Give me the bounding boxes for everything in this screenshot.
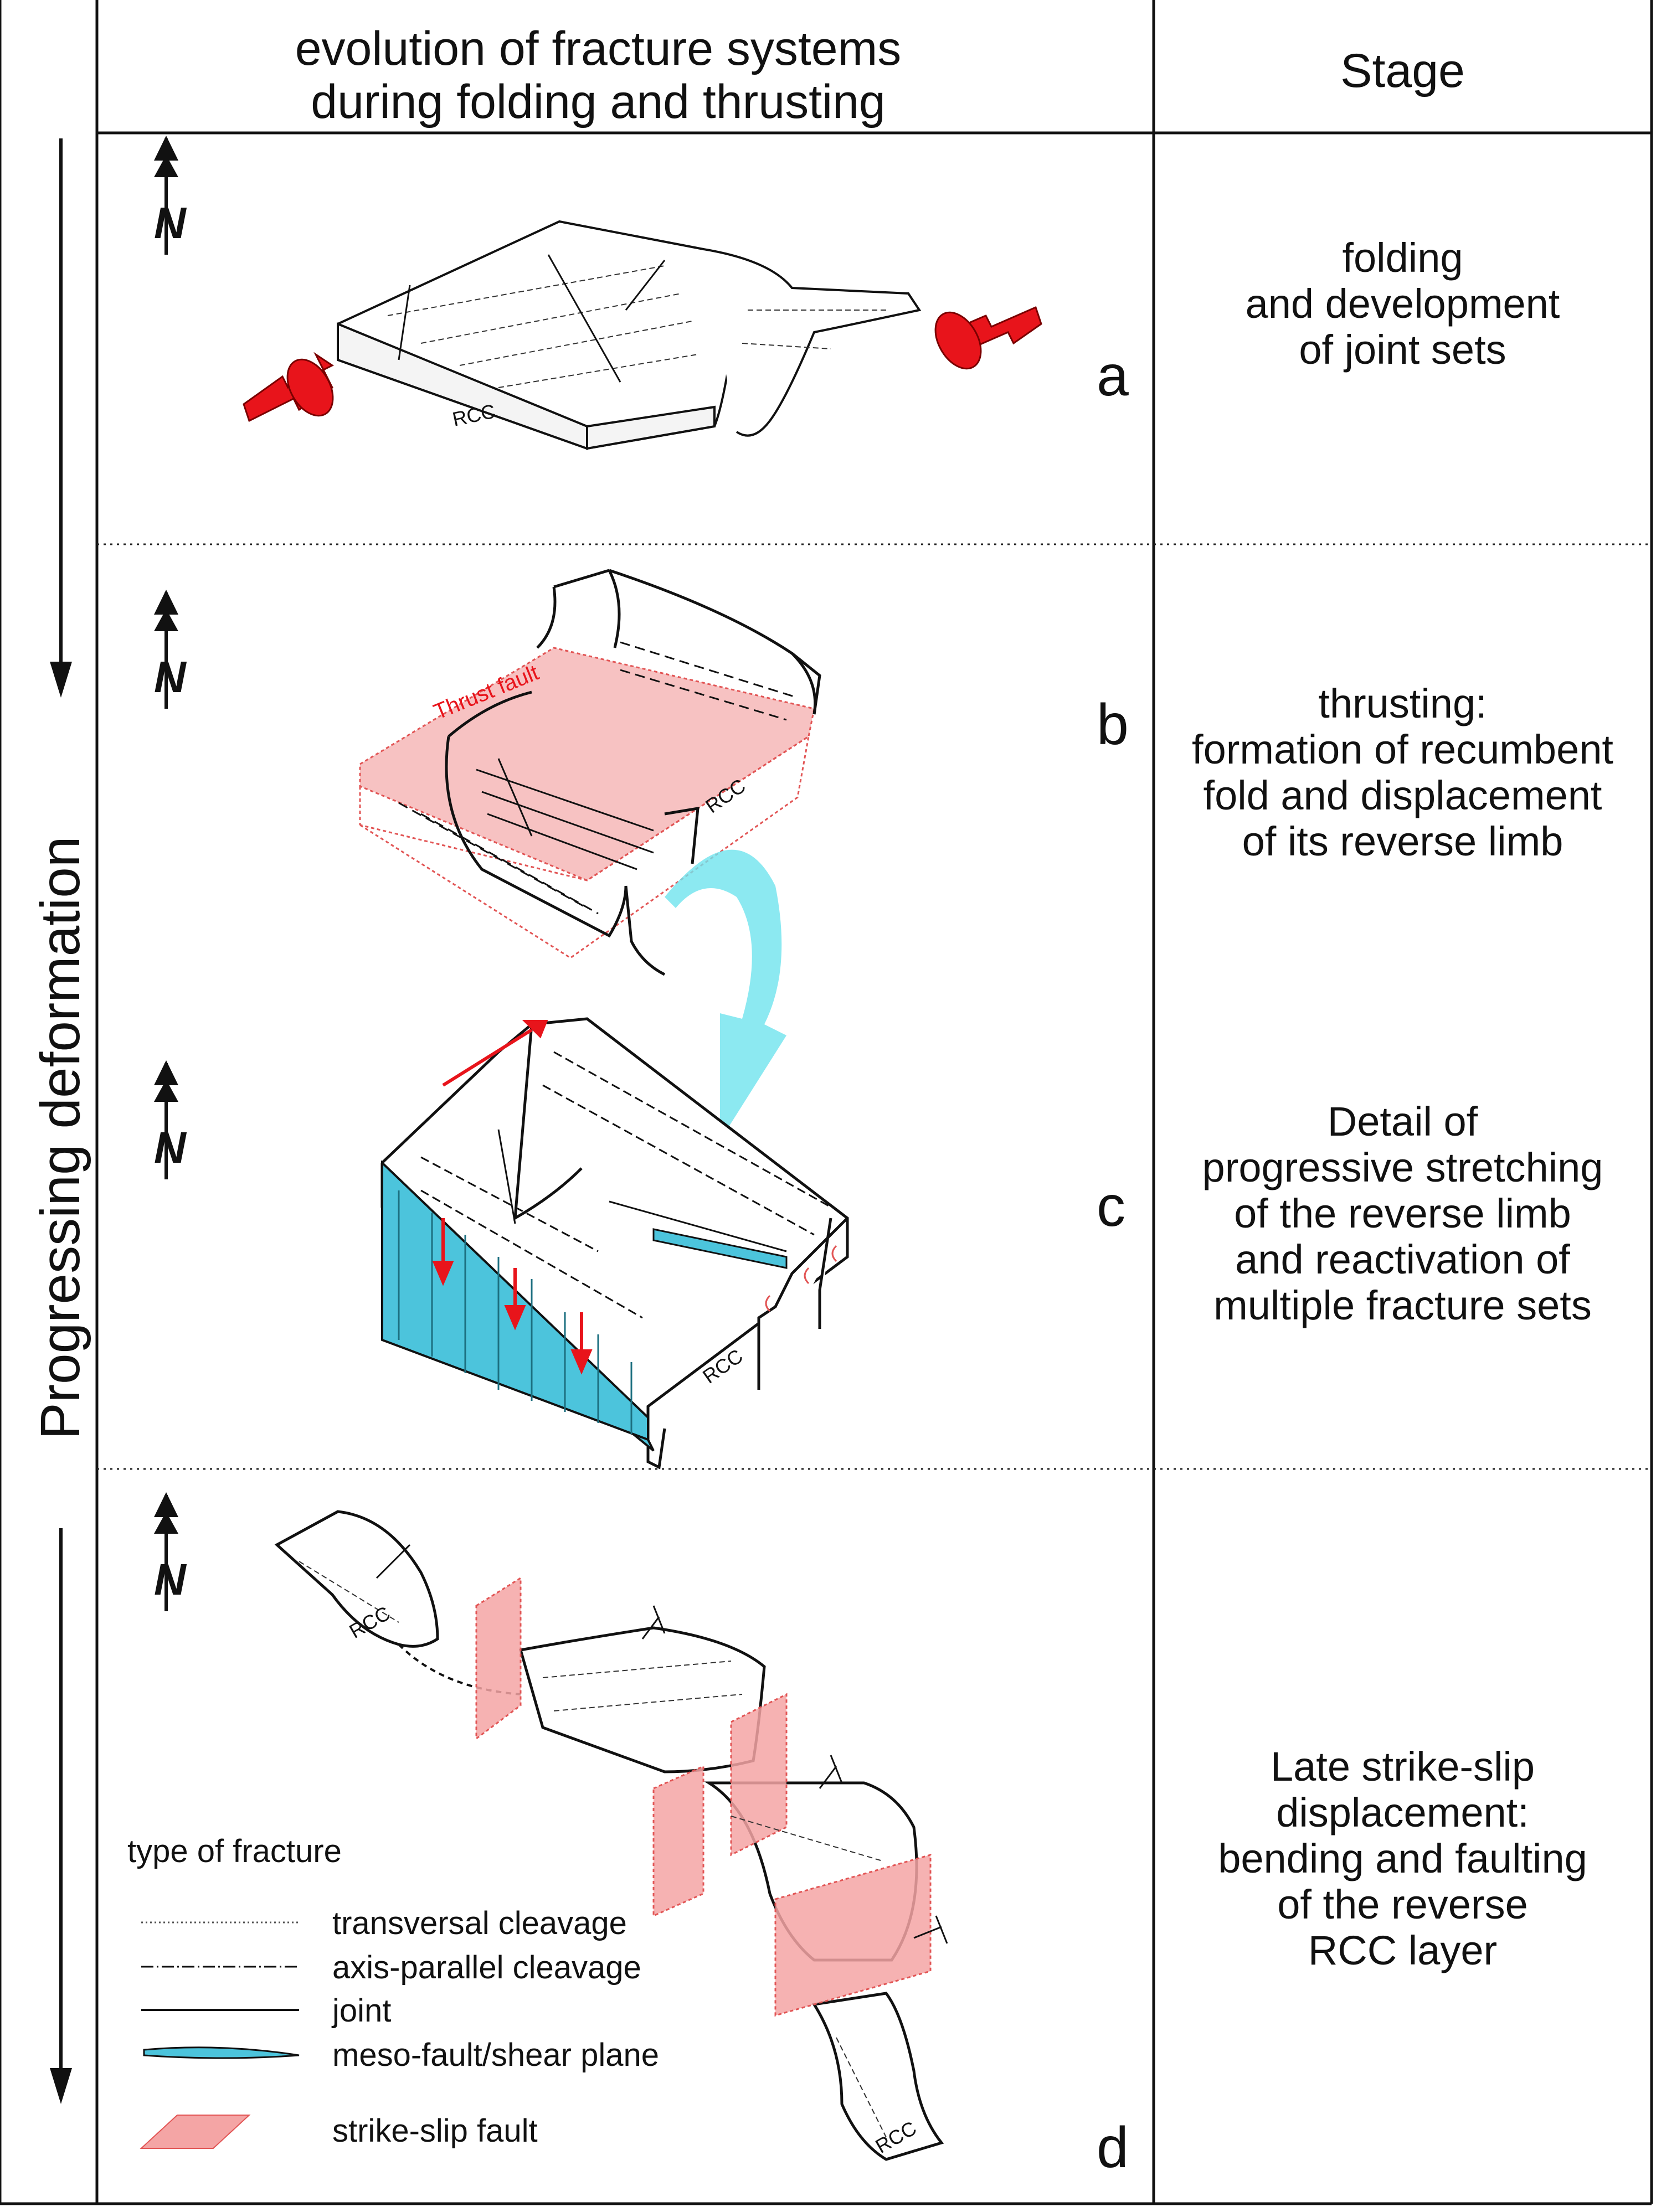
stage-d-line: RCC layer xyxy=(1308,1927,1498,1973)
stage-c-line: progressive stretching xyxy=(1202,1144,1603,1190)
stage-b-line: formation of recumbent xyxy=(1192,726,1613,772)
panel-letter-c: c xyxy=(1097,1174,1125,1239)
stage-a-line: folding xyxy=(1342,235,1463,281)
flow-arrow-icon xyxy=(665,849,786,1141)
legend-symbol-strike-slip xyxy=(140,2115,251,2149)
north-arrow-icon: N xyxy=(154,1060,187,1179)
panel-letter-a: a xyxy=(1097,344,1129,408)
panel-letter-d: d xyxy=(1097,2116,1129,2180)
stage-b-line: thrusting: xyxy=(1318,680,1487,726)
stage-text-a: folding and development of joint sets xyxy=(1154,235,1652,373)
strike-slip-fault-3 xyxy=(652,1765,704,1917)
stage-text-d: Late strike-slip displacement: bending a… xyxy=(1154,1744,1652,1973)
legend-label-meso-fault: meso-fault/shear plane xyxy=(332,2037,659,2073)
legend-label-joint: joint xyxy=(332,1993,392,2029)
stage-d-line: of the reverse xyxy=(1277,1881,1528,1927)
stage-d-line: Late strike-slip xyxy=(1270,1744,1535,1790)
strike-slip-fault-4 xyxy=(774,1854,932,2017)
strike-slip-fault-1 xyxy=(475,1576,522,1740)
north-letter: N xyxy=(154,1123,187,1172)
fold-block-a xyxy=(337,220,922,450)
thrust-fault-plane xyxy=(359,647,815,881)
compression-arrow-left-icon xyxy=(243,352,334,422)
north-arrow-icon: N xyxy=(154,590,187,709)
header-title-line1: evolution of fracture systems xyxy=(295,22,902,75)
north-arrow-icon: N xyxy=(154,1492,187,1611)
stage-text-b: thrusting: formation of recumbent fold a… xyxy=(1154,680,1652,865)
stage-b-line: fold and displacement xyxy=(1203,772,1602,818)
legend-symbol-meso-fault xyxy=(143,2046,300,2059)
strike-slip-fault-2 xyxy=(730,1693,788,1857)
legend-label-strike-slip-fault: strike-slip fault xyxy=(332,2113,538,2149)
north-letter: N xyxy=(154,1555,187,1604)
stage-b-line: of its reverse limb xyxy=(1242,818,1564,864)
stage-c-line: of the reverse limb xyxy=(1234,1190,1571,1236)
thrust-fold-b xyxy=(445,569,821,976)
stage-c-line: and reactivation of xyxy=(1235,1236,1570,1282)
legend-label-axis-parallel-cleavage: axis-parallel cleavage xyxy=(332,1950,641,1986)
stage-a-line: of joint sets xyxy=(1299,326,1506,373)
stage-c-line: Detail of xyxy=(1327,1099,1478,1144)
compression-arrow-right-icon xyxy=(934,306,1042,370)
header-title: evolution of fracture systems during fol… xyxy=(166,22,1030,129)
rcc-label-a: RCC xyxy=(450,400,497,431)
north-letter: N xyxy=(154,652,187,702)
stage-d-line: displacement: xyxy=(1276,1789,1529,1835)
legend-label-transversal-cleavage: transversal cleavage xyxy=(332,1905,627,1941)
stage-d-line: bending and faulting xyxy=(1218,1835,1587,1881)
side-label: Progressing deformation xyxy=(29,836,91,1440)
header-title-line2: during folding and thrusting xyxy=(311,75,886,129)
stage-a-line: and development xyxy=(1245,280,1560,327)
legend-title: type of fracture xyxy=(127,1833,342,1869)
north-arrow-icon: N xyxy=(154,136,187,255)
stage-c-line: multiple fracture sets xyxy=(1213,1282,1592,1328)
stage-header: Stage xyxy=(1340,44,1465,97)
north-letter: N xyxy=(154,198,187,248)
stage-text-c: Detail of progressive stretching of the … xyxy=(1154,1099,1652,1328)
panel-letter-b: b xyxy=(1097,693,1129,757)
